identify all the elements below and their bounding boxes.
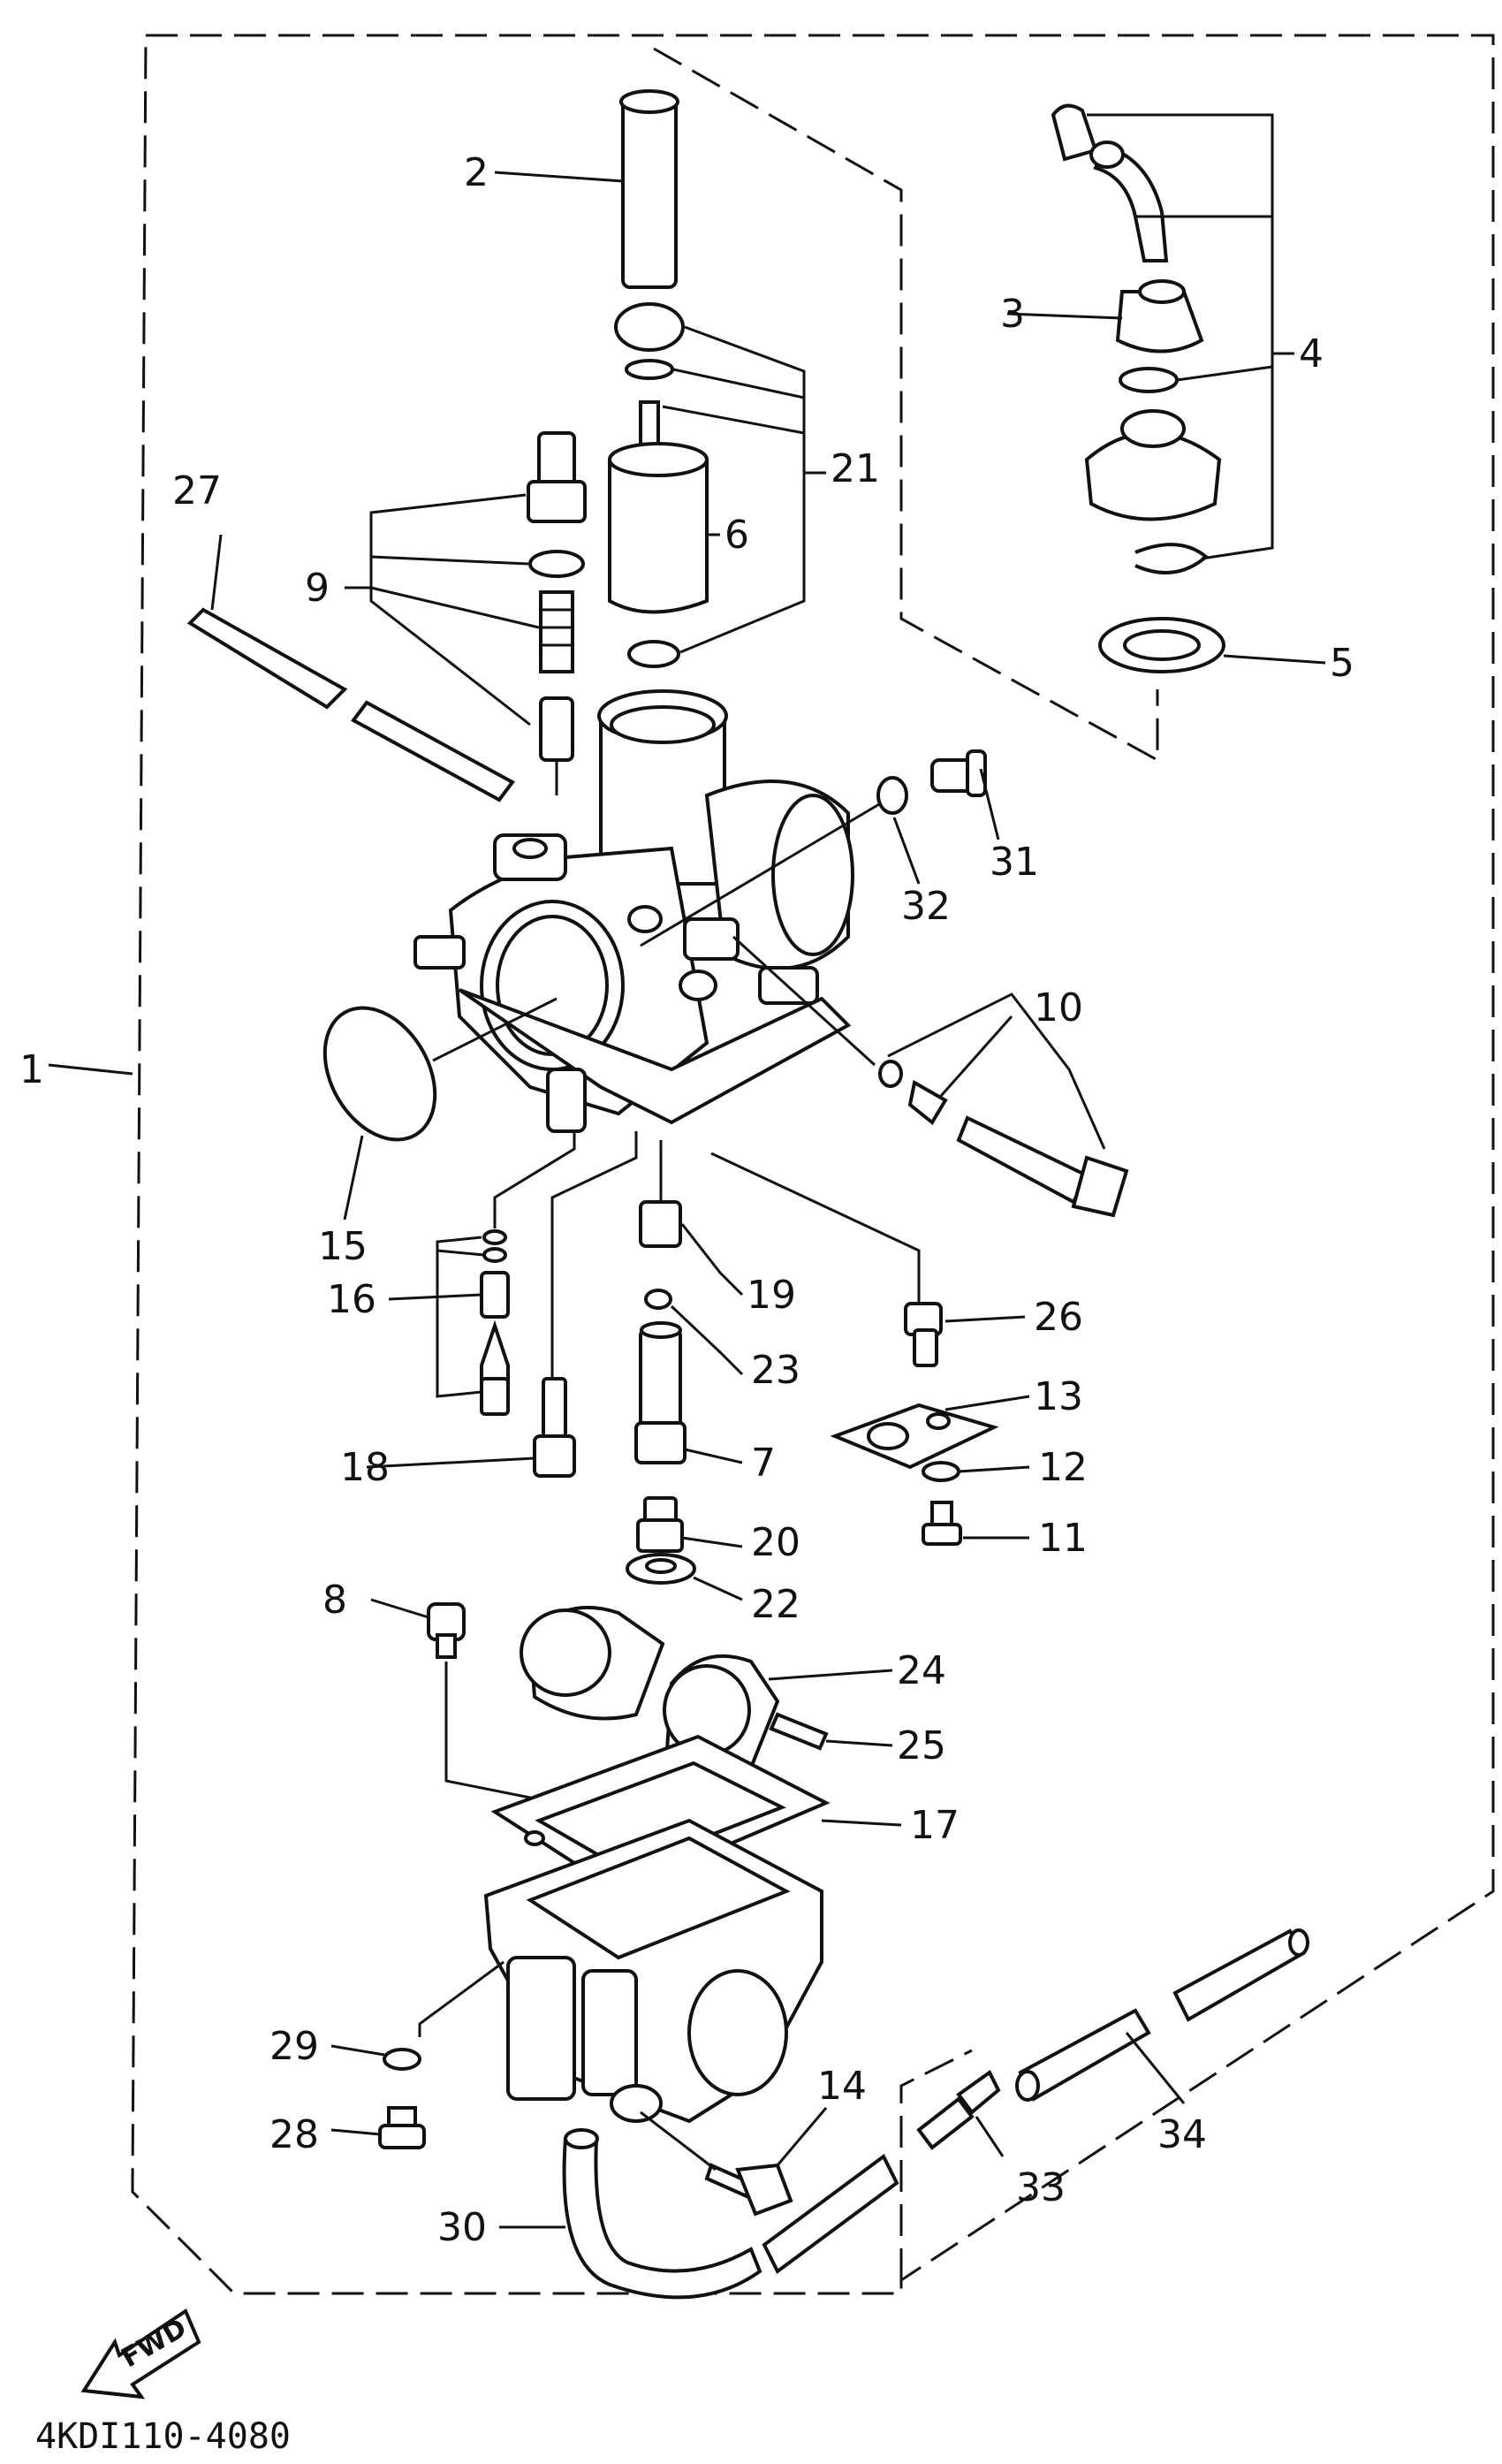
callout-4: 4 bbox=[1299, 331, 1324, 376]
part-o-ring bbox=[322, 997, 558, 1221]
callout-10: 10 bbox=[1034, 985, 1083, 1030]
part-starter-jet bbox=[710, 1152, 1026, 1367]
part-drain-hose bbox=[499, 2128, 899, 2300]
part-main-nozzle bbox=[634, 1321, 743, 1464]
callout-23: 23 bbox=[751, 1348, 800, 1393]
part-float-chamber bbox=[418, 1818, 823, 2124]
callout-26: 26 bbox=[1034, 1295, 1083, 1340]
part-cable-tube bbox=[494, 89, 679, 289]
callout-28: 28 bbox=[269, 2112, 319, 2157]
leader-1 bbox=[48, 1063, 133, 1076]
part-throttle-stop-screw-set bbox=[388, 1131, 576, 1416]
part-pilot-screw-set bbox=[732, 935, 1129, 1218]
part-needle-jet bbox=[639, 1140, 744, 1297]
fwd-arrow: FWD bbox=[80, 2308, 201, 2399]
part-drain-washer bbox=[330, 2044, 421, 2071]
callout-15: 15 bbox=[318, 1224, 368, 1269]
callout-12: 12 bbox=[1038, 1445, 1088, 1490]
part-main-jet bbox=[636, 1496, 743, 1553]
callout-32: 32 bbox=[901, 884, 951, 929]
callout-7: 7 bbox=[751, 1441, 776, 1486]
callout-34: 34 bbox=[1157, 2112, 1207, 2157]
callout-20: 20 bbox=[751, 1520, 800, 1565]
callout-31: 31 bbox=[990, 840, 1039, 885]
callout-1: 1 bbox=[19, 1047, 44, 1092]
part-washer-large bbox=[626, 1553, 743, 1601]
callout-29: 29 bbox=[269, 2024, 319, 2069]
callout-19: 19 bbox=[747, 1273, 796, 1318]
callout-14: 14 bbox=[817, 2064, 867, 2109]
callout-30: 30 bbox=[437, 2205, 487, 2250]
callout-33: 33 bbox=[1016, 2165, 1066, 2210]
part-drain-screw-side bbox=[640, 2107, 828, 2217]
part-carburetor-top-set bbox=[1006, 103, 1326, 673]
part-gasket-plate bbox=[830, 1395, 1030, 1470]
callout-16: 16 bbox=[327, 1277, 376, 1322]
callout-21: 21 bbox=[831, 446, 880, 491]
callout-6: 6 bbox=[724, 513, 749, 558]
part-fuel-hose bbox=[1015, 1928, 1309, 2104]
part-screw-8 bbox=[370, 1598, 536, 1834]
drawing-code: 4KDI110-4080 bbox=[35, 2416, 291, 2457]
part-throttle-valve-set bbox=[608, 302, 826, 668]
callout-25: 25 bbox=[897, 1723, 946, 1768]
callout-18: 18 bbox=[340, 1445, 390, 1490]
part-vent-hose bbox=[186, 534, 515, 802]
part-drain-screw bbox=[330, 2106, 426, 2149]
part-starter-plunger-set bbox=[345, 431, 587, 795]
callout-24: 24 bbox=[897, 1648, 946, 1693]
part-carburetor-body bbox=[413, 689, 854, 1133]
callout-22: 22 bbox=[751, 1582, 800, 1627]
callout-3: 3 bbox=[1000, 292, 1025, 337]
part-o-ring-small bbox=[644, 1289, 744, 1376]
callout-8: 8 bbox=[322, 1578, 347, 1623]
part-washer bbox=[922, 1461, 1030, 1482]
part-float-pin bbox=[769, 1712, 893, 1751]
assembly-boundary bbox=[131, 34, 1495, 2295]
part-screw-and-washer bbox=[640, 749, 1000, 947]
callout-13: 13 bbox=[1034, 1374, 1083, 1419]
callout-11: 11 bbox=[1038, 1516, 1088, 1561]
part-hose-joint bbox=[916, 2070, 1005, 2157]
callout-9: 9 bbox=[305, 566, 330, 611]
callout-5: 5 bbox=[1330, 641, 1354, 686]
callout-2: 2 bbox=[464, 150, 489, 195]
part-screw-small bbox=[922, 1501, 1029, 1546]
callout-27: 27 bbox=[172, 468, 222, 513]
part-pilot-jet bbox=[366, 1131, 638, 1478]
callout-17: 17 bbox=[910, 1803, 960, 1848]
drain-hose-connection-line bbox=[899, 2049, 973, 2280]
cap-connection-line bbox=[653, 47, 1159, 763]
